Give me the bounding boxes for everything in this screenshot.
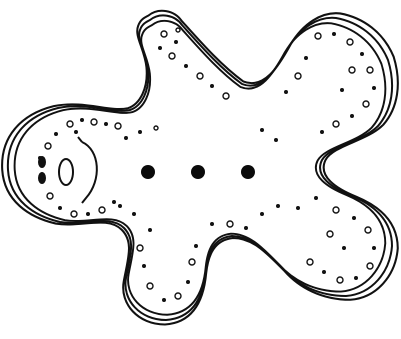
sprinkle-dot [162,298,166,302]
sprinkle-dot [210,84,214,88]
sprinkle-dot [304,56,308,60]
sprinkle-dot [147,283,153,289]
sprinkle-dot [148,228,152,232]
sprinkle-dot [365,227,371,233]
sprinkle-dot [349,67,355,73]
sprinkle-dot [295,73,301,79]
sprinkle-dot [158,46,162,50]
sprinkle-dot [322,270,326,274]
sprinkle-dot [118,204,122,208]
sprinkle-dot [223,93,229,99]
sprinkle-dot [112,200,116,204]
sprinkle-dot [86,212,90,216]
sprinkle-dot [333,207,339,213]
sprinkle-dot [169,53,175,59]
sprinkle-dot [184,64,188,68]
sprinkle-dot [350,114,354,118]
nose [59,159,73,185]
sprinkle-dot [175,293,181,299]
sprinkle-dot [161,31,167,37]
sprinkle-dot [138,130,142,134]
sprinkle-dot [367,263,373,269]
sprinkle-dot [67,121,73,127]
sprinkle-dot [354,276,358,280]
sprinkle-dot [189,259,195,265]
sprinkle-dot [342,246,346,250]
sprinkle-dot [276,204,280,208]
sprinkle-dot [274,138,278,142]
sprinkle-dot [132,212,136,216]
sprinkle-dot [307,259,313,265]
sprinkle-dot [210,222,214,226]
sprinkle-dot [367,67,373,73]
sprinkle-dot [47,193,53,199]
sprinkle-dot [194,244,198,248]
sprinkle-dot [137,245,143,251]
sprinkle-dot [320,130,324,134]
sprinkle-dot [337,277,343,283]
sprinkle-dot [58,206,62,210]
sprinkle-dot [363,101,369,107]
sprinkle-dot [176,28,180,32]
button-3 [241,165,255,179]
sprinkle-dot [71,211,77,217]
sprinkle-dot [124,136,128,140]
sprinkle-dot [332,32,336,36]
sprinkle-dot [54,132,58,136]
sprinkle-dot [315,33,321,39]
sprinkle-dot [227,221,233,227]
cookie-face [38,137,97,203]
sprinkle-dot [45,143,51,149]
button-1 [141,165,155,179]
sprinkle-dot [327,231,333,237]
right-eye [38,172,46,184]
sprinkle-dot [296,206,300,210]
sprinkle-dot [372,246,376,250]
sprinkle-dot [340,88,344,92]
cookie-buttons [141,165,255,179]
sprinkle-dot [260,128,264,132]
sprinkle-dot [74,130,78,134]
sprinkle-dot [314,196,318,200]
sprinkle-dot [372,86,376,90]
sprinkle-dot [260,212,264,216]
sprinkle-dot [142,264,146,268]
sprinkle-dot [360,52,364,56]
sprinkle-dot [284,90,288,94]
sprinkle-dot [80,118,84,122]
smile-mouth [78,137,97,203]
sprinkle-dot [38,156,42,160]
sprinkle-dot [347,39,353,45]
sprinkle-dot [91,119,97,125]
sprinkle-dot [244,226,248,230]
sprinkle-dot [154,126,158,130]
sprinkle-dot [186,280,190,284]
sprinkle-dot [115,123,121,129]
sprinkle-dot [333,121,339,127]
sprinkle-dot [99,207,105,213]
sprinkle-dot [174,40,178,44]
sprinkle-dot [104,122,108,126]
sprinkle-dot [352,216,356,220]
sprinkle-dot [197,73,203,79]
button-2 [191,165,205,179]
